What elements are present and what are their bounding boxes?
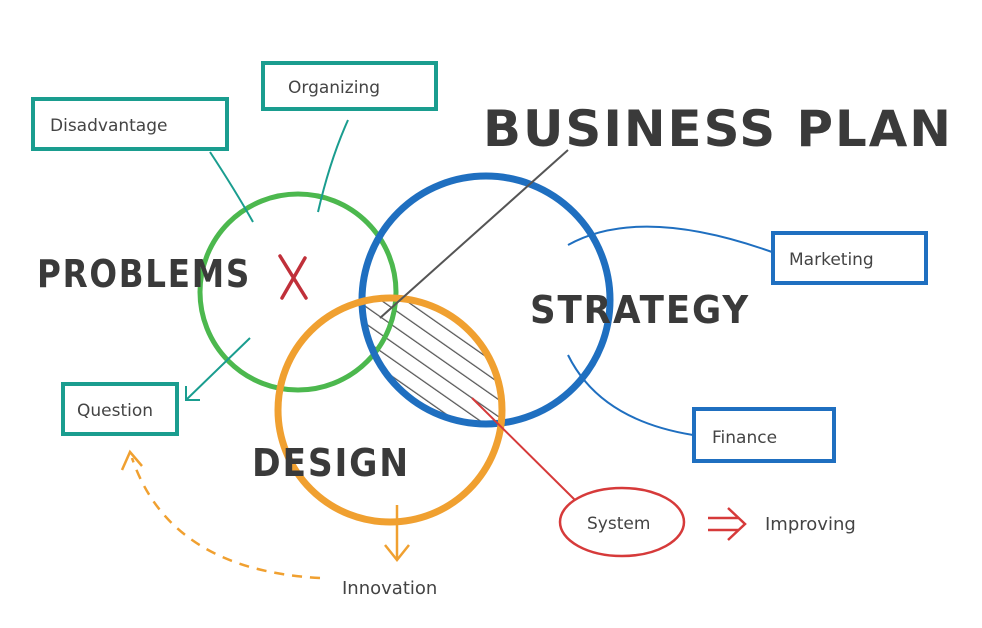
improving-label: Improving [765,514,856,535]
problems-circle [197,191,399,393]
design-circle [274,294,506,526]
system-label: System [587,514,650,534]
system-connector [471,397,576,501]
organizing-connector [317,119,349,213]
finance-connector [567,354,694,436]
disadvantage-connector [209,151,254,223]
disadvantage-box [31,97,229,151]
innovation-arrow [384,505,410,563]
finance-label: Finance [712,428,777,448]
page-title: BUSINESS PLAN [483,100,953,158]
question-arrow [185,337,251,401]
problems-label: PROBLEMS [37,252,251,296]
finance-box [692,407,836,463]
organizing-label: Organizing [288,78,380,98]
marketing-label: Marketing [789,250,874,270]
x-mark-icon [278,254,308,300]
disadvantage-label: Disadvantage [50,116,167,136]
system-ellipse [558,486,686,558]
organizing-box [261,61,438,111]
strategy-label: STRATEGY [530,288,750,332]
marketing-box [771,231,928,285]
title-pointer-line [379,149,569,319]
question-box [61,382,179,436]
marketing-connector [567,225,773,253]
innovation-label: Innovation [342,578,437,599]
improving-arrow-icon [708,507,747,541]
dashed-feedback-arrow [120,449,321,580]
question-label: Question [77,401,153,421]
design-label: DESIGN [252,441,410,485]
